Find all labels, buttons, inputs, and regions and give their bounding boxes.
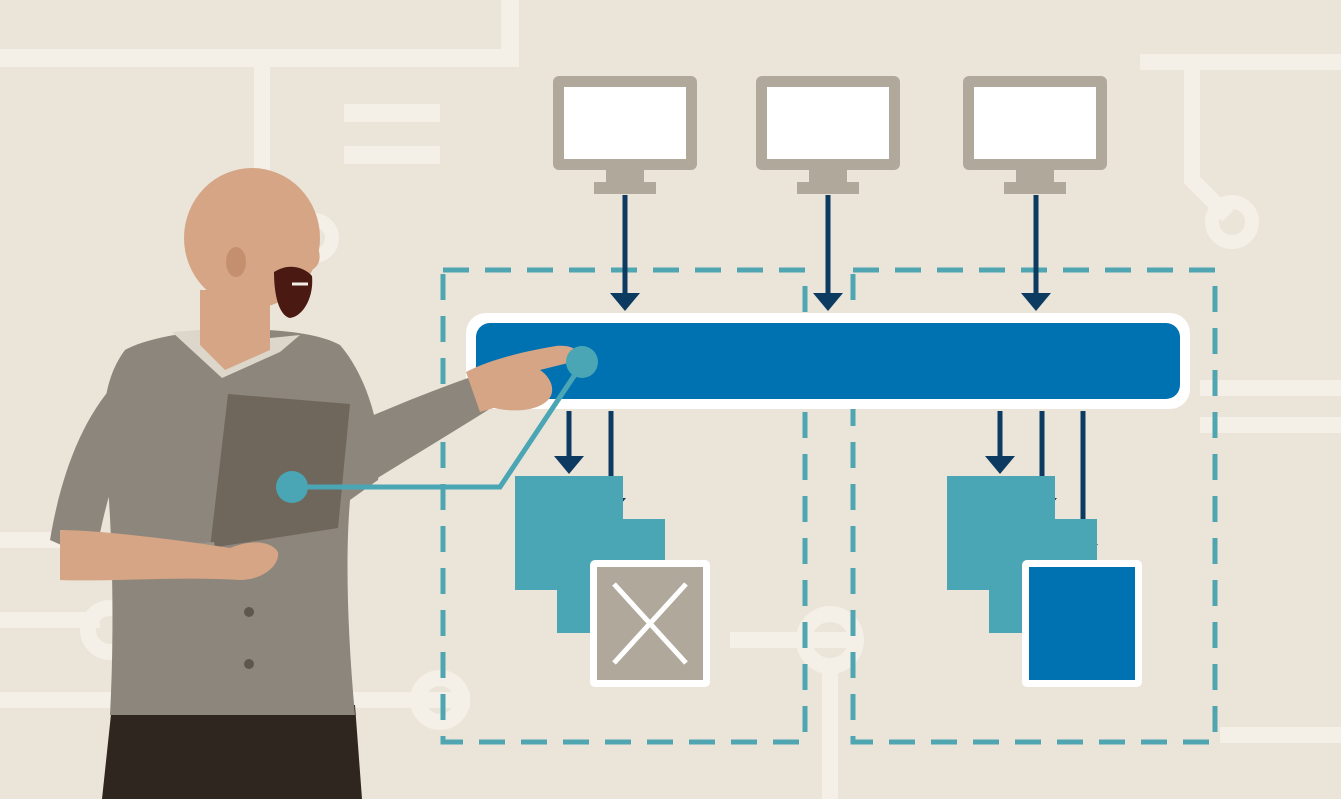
client-monitor-1 — [553, 76, 697, 194]
presenter-figure — [50, 168, 579, 799]
client-monitor-3 — [963, 76, 1107, 194]
fingertip-pointer-dot — [566, 346, 598, 378]
load-balancer-bar-fill — [476, 323, 1180, 399]
incoming-arrows — [610, 195, 1051, 311]
pointer-connector — [276, 346, 598, 503]
active-server-icon — [1022, 560, 1142, 687]
failed-server-icon — [590, 560, 710, 687]
client-monitor-2 — [756, 76, 900, 194]
laptop-pointer-dot — [276, 471, 308, 503]
